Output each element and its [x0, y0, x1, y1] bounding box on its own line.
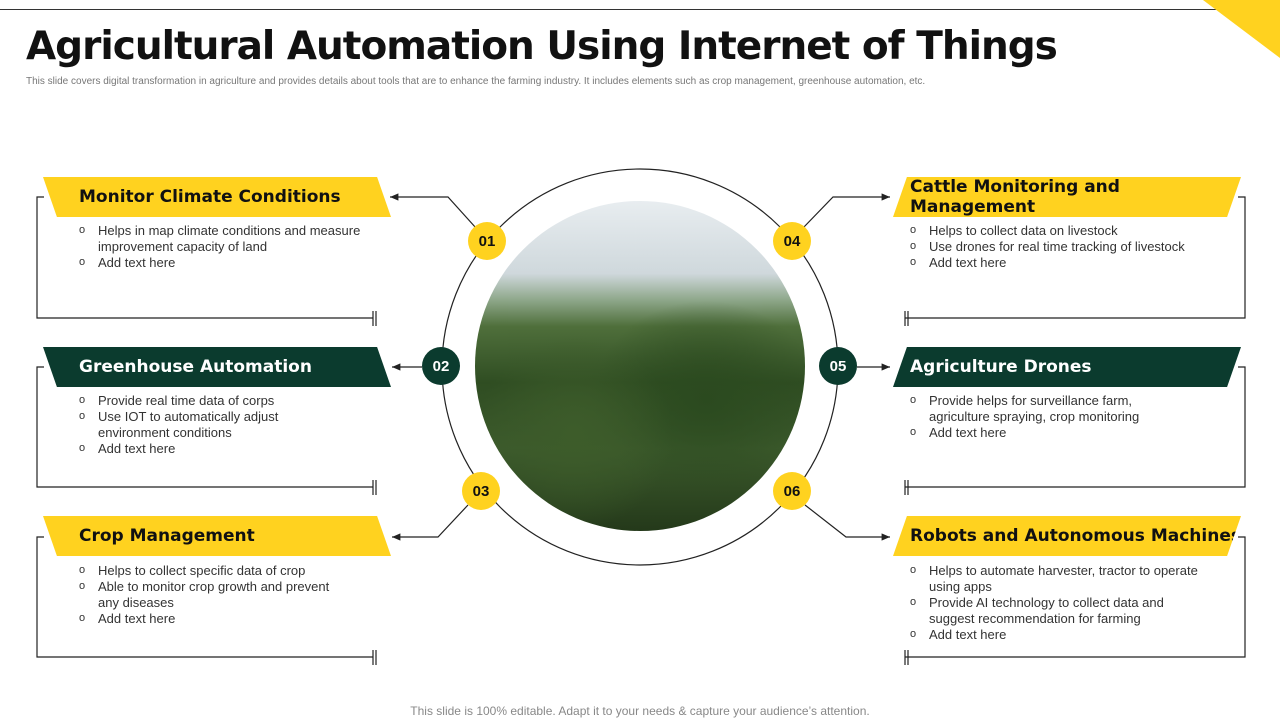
- top-divider: [0, 9, 1222, 10]
- bullet: Provide AI technology to collect data an…: [910, 594, 1180, 627]
- item-title-03: Crop Management: [43, 516, 391, 556]
- bullet: Helps in map climate conditions and meas…: [79, 222, 379, 255]
- bullet: Provide helps for surveillance farm, agr…: [910, 392, 1160, 425]
- bullet: Use IOT to automatically adjust environm…: [79, 408, 309, 441]
- bullet: Add text here: [79, 610, 379, 627]
- item-title-06: Robots and Autonomous Machines: [893, 516, 1241, 556]
- item-bullets-06: Helps to automate harvester, tractor to …: [910, 562, 1210, 643]
- item-bullets-02: Provide real time data of corps Use IOT …: [79, 392, 379, 457]
- item-bullets-04: Helps to collect data on livestock Use d…: [910, 222, 1210, 271]
- item-title-01: Monitor Climate Conditions: [43, 177, 391, 217]
- bullet: Add text here: [910, 626, 1210, 643]
- crop-field-photo: [475, 201, 805, 531]
- badge-06: 06: [773, 472, 811, 510]
- bullet: Able to monitor crop growth and prevent …: [79, 578, 349, 611]
- bullet: Provide real time data of corps: [79, 392, 379, 409]
- item-title-04: Cattle Monitoring and Management: [893, 177, 1241, 217]
- bullet: Use drones for real time tracking of liv…: [910, 238, 1210, 255]
- bullet: Helps to automate harvester, tractor to …: [910, 562, 1210, 595]
- badge-01: 01: [468, 222, 506, 260]
- badge-04: 04: [773, 222, 811, 260]
- badge-02: 02: [422, 347, 460, 385]
- item-bullets-03: Helps to collect specific data of crop A…: [79, 562, 379, 627]
- item-title-05: Agriculture Drones: [893, 347, 1241, 387]
- bullet: Add text here: [910, 424, 1210, 441]
- badge-03: 03: [462, 472, 500, 510]
- bullet: Add text here: [79, 440, 379, 457]
- item-bullets-01: Helps in map climate conditions and meas…: [79, 222, 379, 271]
- bullet: Helps to collect specific data of crop: [79, 562, 379, 579]
- item-bullets-05: Provide helps for surveillance farm, agr…: [910, 392, 1210, 441]
- footer-note: This slide is 100% editable. Adapt it to…: [410, 704, 870, 718]
- bullet: Add text here: [79, 254, 379, 271]
- page-subtitle: This slide covers digital transformation…: [26, 76, 926, 87]
- page-title: Agricultural Automation Using Internet o…: [26, 24, 1058, 69]
- badge-05: 05: [819, 347, 857, 385]
- item-title-02: Greenhouse Automation: [43, 347, 391, 387]
- bullet: Helps to collect data on livestock: [910, 222, 1210, 239]
- bullet: Add text here: [910, 254, 1210, 271]
